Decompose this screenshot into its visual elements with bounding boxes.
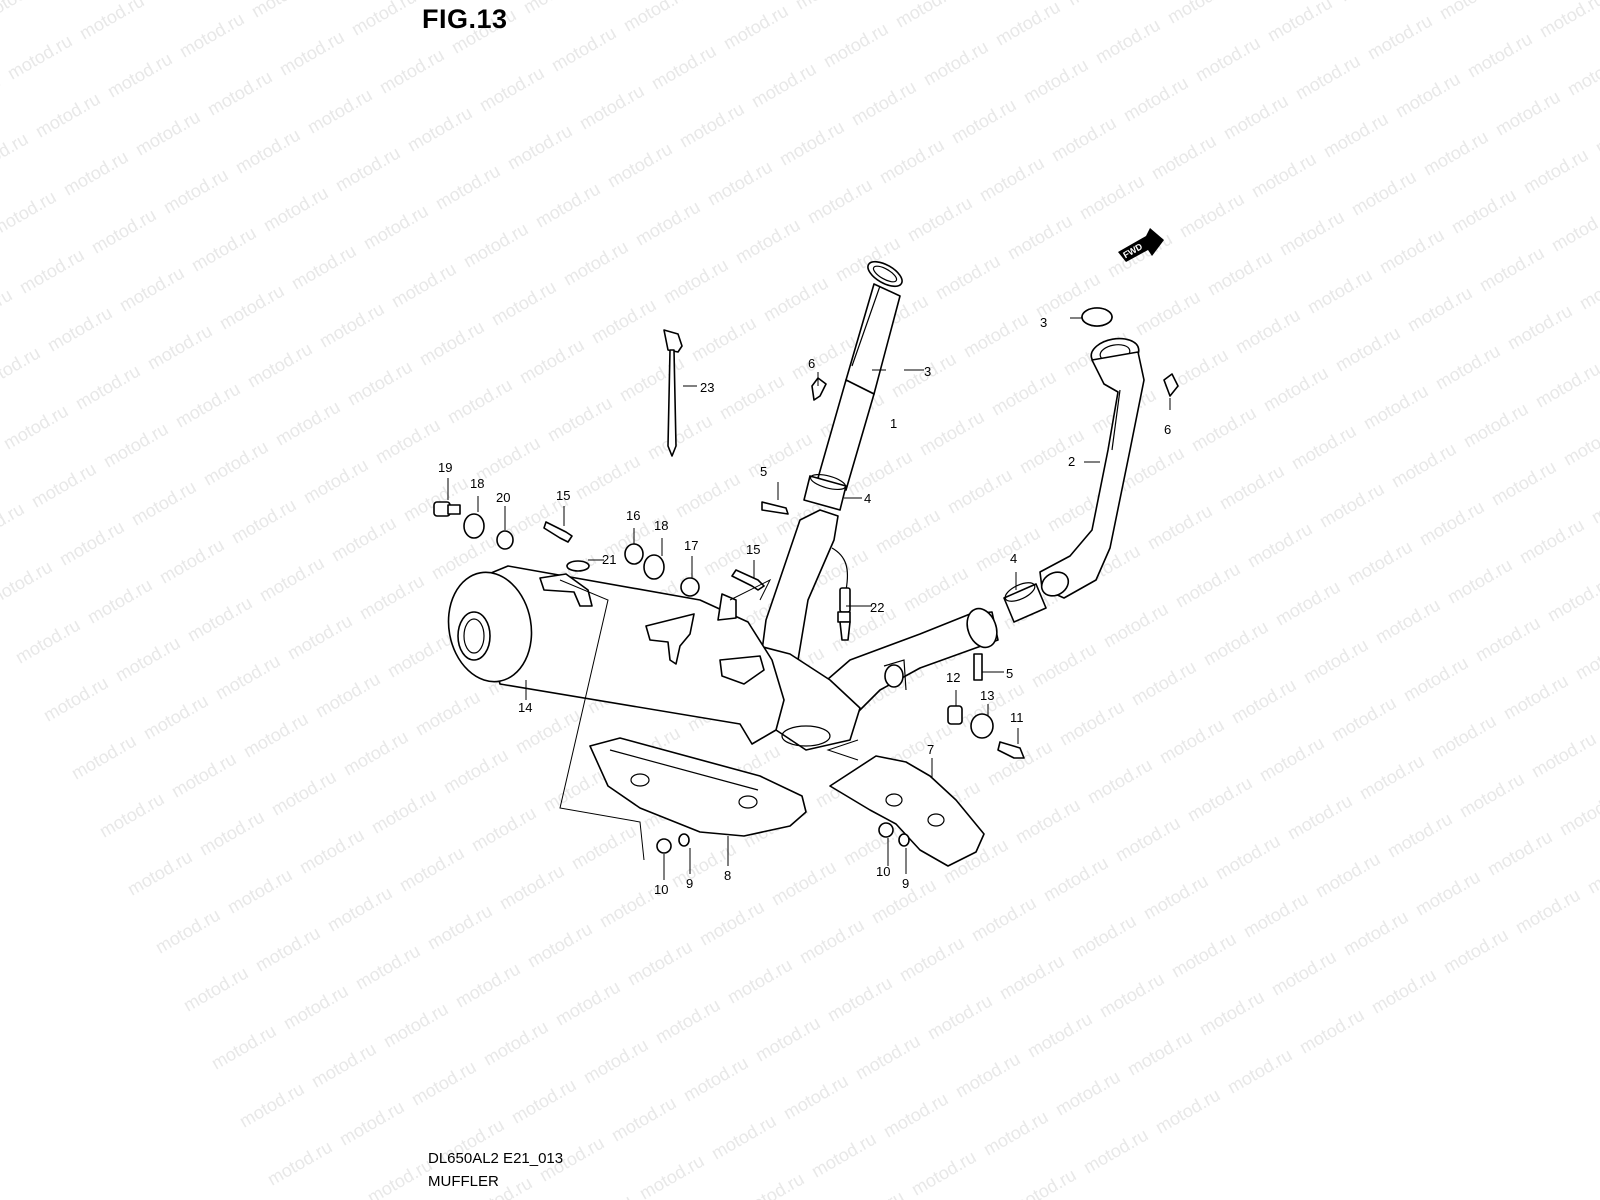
drawing-code: DL650AL2 E21_013 [428,1150,564,1167]
heat-shield-8 [589,737,807,837]
callout-10-left: 10 [654,882,668,897]
callout-6-front: 6 [1164,422,1171,437]
callout-labels: 1 2 3 3 4 4 5 5 6 6 7 8 9 9 10 10 11 12 … [438,315,1171,897]
callout-4-upper: 4 [864,491,871,506]
drawing-title: MUFFLER [428,1173,499,1190]
callout-13: 13 [980,688,994,703]
callout-18-right: 18 [654,518,668,533]
cable-tie-part [663,329,683,457]
gasket-4-upper [803,473,847,511]
callout-2: 2 [1068,454,1075,469]
callout-3-front: 3 [1040,315,1047,330]
callout-23: 23 [700,380,714,395]
callout-1: 1 [890,416,897,431]
gasket-4-lower [1003,582,1047,623]
callout-19: 19 [438,460,452,475]
callout-15-right: 15 [746,542,760,557]
callout-3-rear: 3 [924,364,931,379]
callout-4-lower: 4 [1010,551,1017,566]
callout-7: 7 [927,742,934,757]
callout-9-left: 9 [686,876,693,891]
callout-15-left: 15 [556,488,570,503]
exhaust-pipe-1 [817,260,903,491]
callout-8: 8 [724,868,731,883]
fasteners [433,307,1179,854]
callout-20: 20 [496,490,510,505]
leader-lines [447,317,1171,880]
figure-label: FIG.13 [422,4,508,34]
callout-6-rear: 6 [808,356,815,371]
heat-shield-7 [829,755,985,867]
muffler-14 [447,565,785,745]
callout-10-right: 10 [876,864,890,879]
callout-22: 22 [870,600,884,615]
callout-21: 21 [602,552,616,567]
callout-16: 16 [626,508,640,523]
callout-18-left: 18 [470,476,484,491]
callout-5-upper: 5 [760,464,767,479]
callout-17: 17 [684,538,698,553]
callout-14: 14 [518,700,532,715]
callout-9-right: 9 [902,876,909,891]
callout-5-lower: 5 [1006,666,1013,681]
callout-12: 12 [946,670,960,685]
oxygen-sensor-22 [831,547,851,641]
callout-11: 11 [1010,710,1024,725]
forward-direction-badge: FWD [1118,228,1164,262]
exhaust-pipe-2 [1039,307,1145,599]
